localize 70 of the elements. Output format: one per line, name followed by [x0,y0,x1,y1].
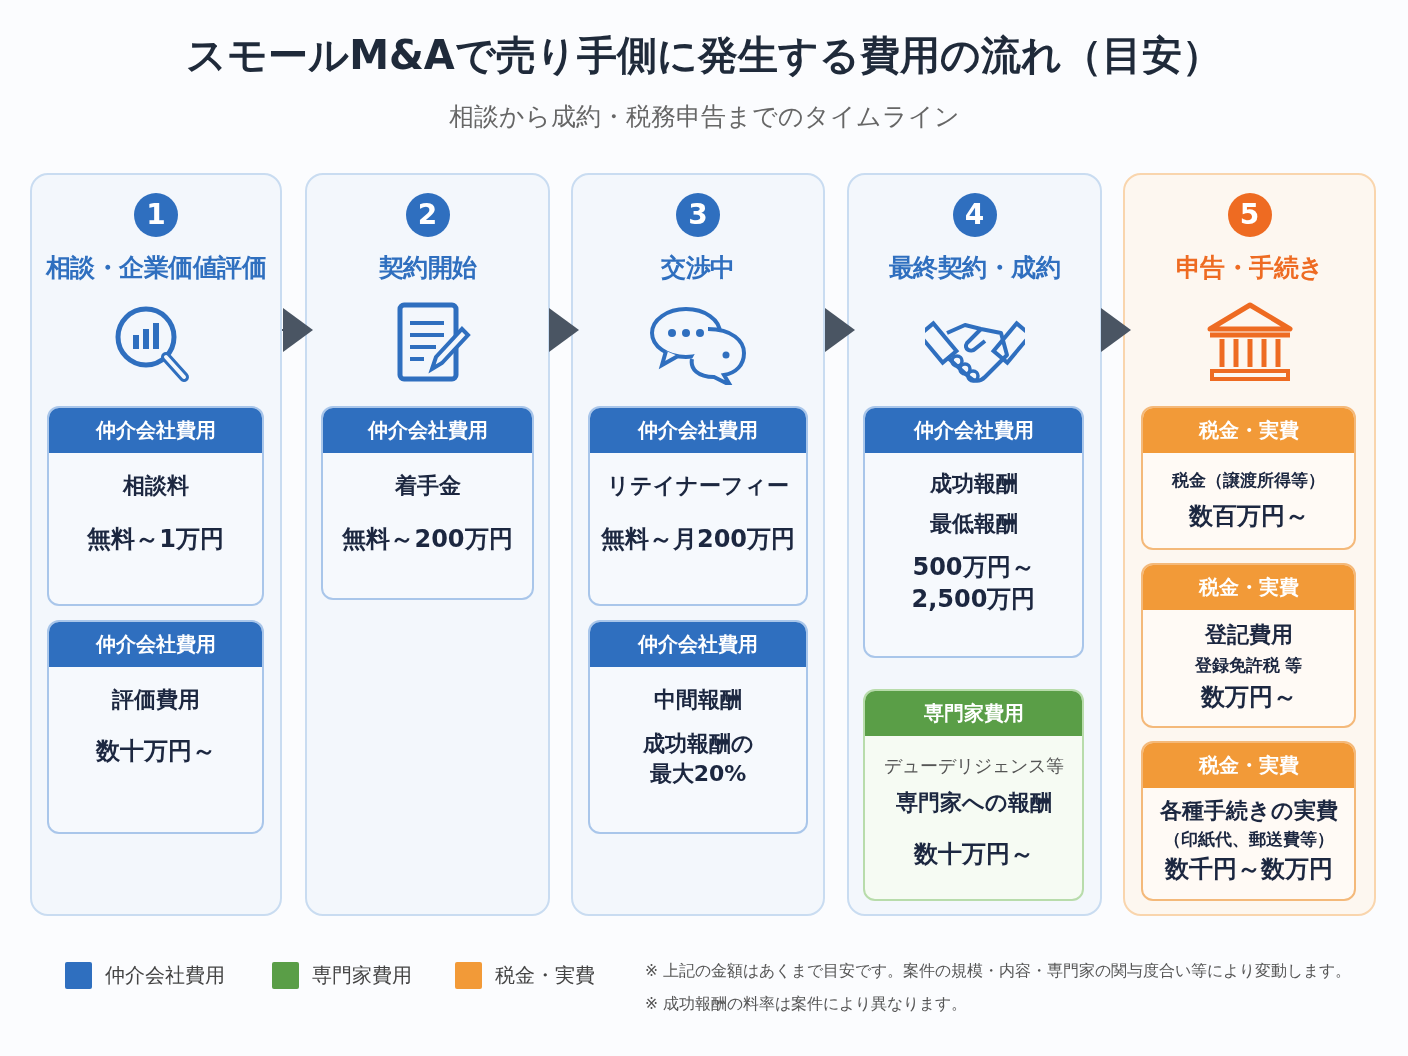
cost-amount: 数十万円～ [94,736,217,767]
cost-amount: 無料～1万円 [86,524,225,555]
number-badge: 3 [676,193,720,237]
cost-item: 登録免許税 等 [1193,654,1304,677]
cost-card [863,689,1084,901]
title: スモールM&Aで売り手側に発生する費用の流れ（目安） [185,31,1223,80]
stage-panel [30,173,282,916]
cost-card [863,406,1084,658]
cost-card [321,406,534,600]
stage-panel [847,173,1102,916]
number-badge: 2 [405,193,450,237]
cost-card [47,406,264,606]
cost-card [1141,406,1356,550]
card-header: 仲介会社費用 [323,408,532,453]
cost-item: 登記費用 [1203,621,1294,649]
stage-heading: 契約開始 [377,252,478,284]
stage-panel [305,173,550,916]
stage-panel [1123,173,1376,916]
cost-item: （印紙代、郵送費等） [1162,828,1335,851]
number-badge: 5 [1227,193,1272,237]
card-header: 仲介会社費用 [49,408,262,453]
legend-label: 税金・実費 [495,962,595,989]
cost-item: 相談料 [121,472,190,500]
cost-item: 各種手続きの実費 [1158,797,1339,825]
card-header: 仲介会社費用 [865,408,1082,453]
card-header: 税金・実費 [1143,565,1354,610]
number-badge: 4 [952,193,997,237]
cost-amount: 数十万円～ [912,839,1035,870]
card-header: 仲介会社費用 [590,622,806,667]
cost-item: 税金（譲渡所得等） [1170,469,1326,492]
card-header: 仲介会社費用 [590,408,806,453]
cost-item: 最低報酬 [928,510,1019,538]
card-header: 税金・実費 [1143,743,1354,788]
cost-amount: 無料～月200万円 [599,524,797,555]
note: ※ 上記の金額はあくまで目安です。案件の規模・内容・専門家の関与度合い等により変動します。 [645,961,1352,982]
stage-panel [571,173,825,916]
cost-amount: 数万円～ [1199,682,1298,713]
cost-item: 成功報酬の最大20% [641,730,755,788]
stage-heading: 交渉中 [660,252,736,284]
arrow [824,308,855,352]
note: ※ 成功報酬の料率は案件により異なります。 [645,994,968,1015]
cost-card [588,620,808,834]
cost-amount: 500万円～2,500万円 [910,552,1037,615]
cost-card [588,406,808,606]
legend-label: 仲介会社費用 [105,962,225,989]
card-header: 税金・実費 [1143,408,1354,453]
card-header: 仲介会社費用 [49,622,262,667]
cost-amount: 数百万円～ [1187,501,1310,532]
arrow [1101,308,1131,352]
cost-item: デューデリジェンス等 [882,754,1065,778]
stage-heading: 相談・企業価値評価 [44,252,268,284]
cost-amount: 数千円～数万円 [1163,854,1334,885]
arrow [281,308,313,352]
cost-card [1141,741,1356,901]
cost-item: 成功報酬 [928,470,1019,498]
cost-card [47,620,264,834]
number-badge: 1 [134,193,178,237]
card-header: 専門家費用 [865,691,1082,736]
cost-item: 着手金 [393,472,462,500]
cost-item: リテイナーフィー [606,472,790,500]
cost-item: 評価費用 [110,686,201,714]
cost-item: 専門家への報酬 [894,789,1053,817]
cost-item: 中間報酬 [653,686,743,714]
arrow [549,308,579,352]
cost-amount: 無料～200万円 [341,524,514,555]
subtitle: 相談から成約・税務申告までのタイムライン [447,101,961,133]
stage-heading: 申告・手続き [1174,252,1325,284]
stage-heading: 最終契約・成約 [887,252,1062,284]
legend-label: 専門家費用 [312,962,412,989]
cost-card [1141,563,1356,728]
